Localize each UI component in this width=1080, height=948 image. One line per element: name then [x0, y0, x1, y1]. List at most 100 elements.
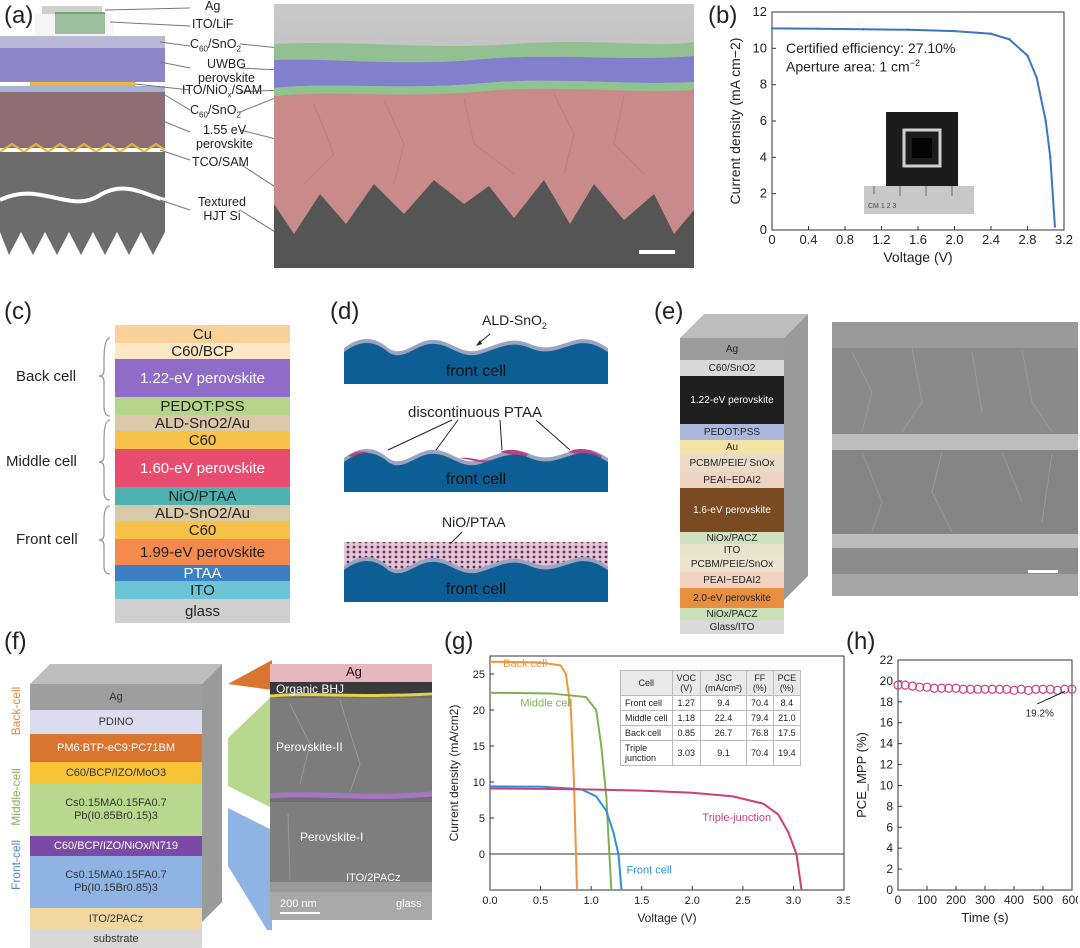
data-point: [965, 684, 976, 694]
data-point: [973, 684, 983, 694]
panel-d-diagram: front cell front cell front cell: [344, 333, 608, 602]
plot-frame: [489, 655, 845, 891]
data-point: [929, 683, 939, 693]
y-tick-label: 16: [880, 716, 894, 730]
layer-0: Cu: [115, 325, 290, 343]
data-point: [987, 684, 997, 694]
label-discontinuous-ptaa: discontinuous PTAA: [408, 404, 542, 421]
y-tick-label: 6: [886, 820, 893, 834]
x-tick-label: 600: [1062, 893, 1078, 907]
sem-f-scalebar-label: 200 nm: [280, 898, 317, 910]
data-point: [1031, 684, 1041, 694]
table-cell: Front cell: [620, 695, 673, 711]
data-point: [893, 680, 903, 690]
table-header-3: FF(%): [746, 670, 774, 696]
label-nio-ptaa: NiO/PTAA: [442, 514, 506, 530]
y-axis-label: Current density (mA cm−2): [727, 38, 743, 205]
label-front-cell: Front cell: [16, 531, 78, 548]
data-point: [1049, 156, 1052, 159]
layer-4: ALD-SnO2/Au: [115, 415, 290, 432]
data-point: [1038, 684, 1048, 694]
data-point: [922, 682, 932, 692]
table-cell: 17.5: [772, 725, 802, 741]
y-tick-label: 14: [880, 737, 894, 751]
series-triple-junction: [489, 787, 803, 891]
x-tick-label: 2.4: [982, 232, 1000, 247]
y-tick-label: 20: [473, 705, 485, 717]
data-point: [816, 27, 819, 30]
panel-f-connectors: [228, 660, 272, 930]
layer-5: C60: [115, 431, 290, 449]
layer-2: 1.22-eV perovskite: [680, 376, 784, 424]
y-tick-label: 4: [760, 149, 767, 164]
panel-f-stack-top: [30, 664, 222, 922]
layer-8: ALD-SnO2/Au: [115, 505, 290, 522]
series-label: Back cell: [503, 658, 547, 670]
layer-8: substrate: [30, 930, 202, 948]
data-point: [936, 683, 947, 693]
y-tick-label: 2: [886, 862, 893, 876]
y-tick-label: 0: [886, 883, 893, 897]
layer-14: Glass/ITO: [680, 620, 784, 634]
table-cell: 8.4: [772, 695, 802, 711]
layer-3: PEDOT:PSS: [115, 397, 290, 415]
layer-8: NiOx/PACZ: [680, 532, 784, 544]
x-axis-label: Voltage (V): [637, 911, 696, 925]
label-back-cell: Back cell: [16, 368, 77, 385]
y-tick-label: 10: [473, 777, 485, 789]
layer-9: C60: [115, 521, 290, 539]
front-cell-label-2: front cell: [446, 471, 506, 488]
layer-4: Au: [680, 440, 784, 454]
data-point: [1008, 38, 1011, 41]
layer-13: NiOx/PACZ: [680, 608, 784, 620]
y-tick-label: 15: [473, 741, 485, 753]
layer-12: ITO: [115, 581, 290, 599]
x-tick-label: 3.0: [786, 895, 801, 907]
front-cell-label-1: front cell: [446, 363, 506, 380]
panel-label-f: (f): [4, 628, 27, 655]
x-tick-label: 500: [1033, 893, 1053, 907]
sem-f-label-perovskite-i: Perovskite-I: [300, 830, 364, 844]
data-point: [1060, 684, 1070, 694]
series-label: Triple-junction: [702, 812, 771, 824]
y-tick-label: 4: [886, 841, 893, 855]
data-point: [862, 28, 865, 31]
panel-label-a: (a): [4, 2, 34, 29]
x-tick-label: 1.5: [634, 895, 649, 907]
label-middle-cell-side: Middle-cell: [9, 768, 23, 826]
plot-frame: [897, 659, 1073, 891]
y-axis-label: Current density (mA/cm2): [447, 705, 461, 842]
y-tick-label: 20: [880, 674, 894, 688]
panel-label-c: (c): [4, 298, 32, 325]
annotation-arrow: [1036, 690, 1065, 705]
layer-6: PEAI−EDAI2: [680, 472, 784, 488]
layer-7: NiO/PTAA: [115, 487, 290, 505]
x-tick-label: 0: [895, 893, 902, 907]
panel-e-sem-image: [832, 322, 1078, 596]
data-point: [915, 682, 925, 692]
y-tick-label: 25: [473, 669, 485, 681]
y-tick-label: 8: [760, 77, 767, 92]
chart-h: 01002003004005006000246810121416182022Ti…: [854, 653, 1078, 925]
table-cell: Middle cell: [620, 710, 673, 726]
table-header-4: PCE(%): [772, 670, 802, 696]
data-point: [1035, 76, 1038, 79]
x-axis-label: Voltage (V): [883, 249, 952, 265]
sem-f-label-ag: Ag: [346, 664, 362, 679]
panel-f-sem-image: [270, 664, 432, 920]
x-tick-label: 3.2: [1055, 232, 1073, 247]
data-point: [1053, 225, 1057, 228]
table-cell: 70.4: [746, 695, 774, 711]
x-tick-label: 1.0: [583, 895, 598, 907]
data-point: [994, 684, 1005, 694]
table-cell: 26.7: [700, 725, 748, 741]
data-point: [1009, 685, 1019, 695]
